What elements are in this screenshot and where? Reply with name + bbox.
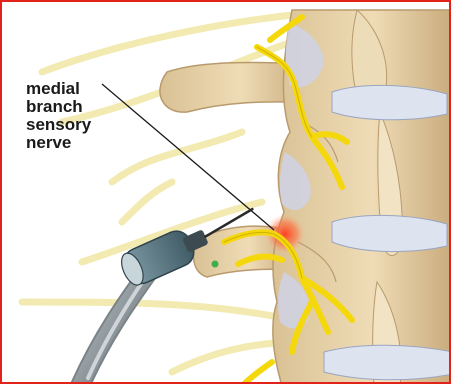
- label-line-4: nerve: [26, 134, 91, 152]
- medial-branch-sensory-nerve-label: medial branch sensory nerve: [26, 80, 91, 152]
- label-line-3: sensory: [26, 116, 91, 134]
- probe-needle-icon: [80, 198, 262, 384]
- label-line-1: medial: [26, 80, 91, 98]
- label-line-2: branch: [26, 98, 91, 116]
